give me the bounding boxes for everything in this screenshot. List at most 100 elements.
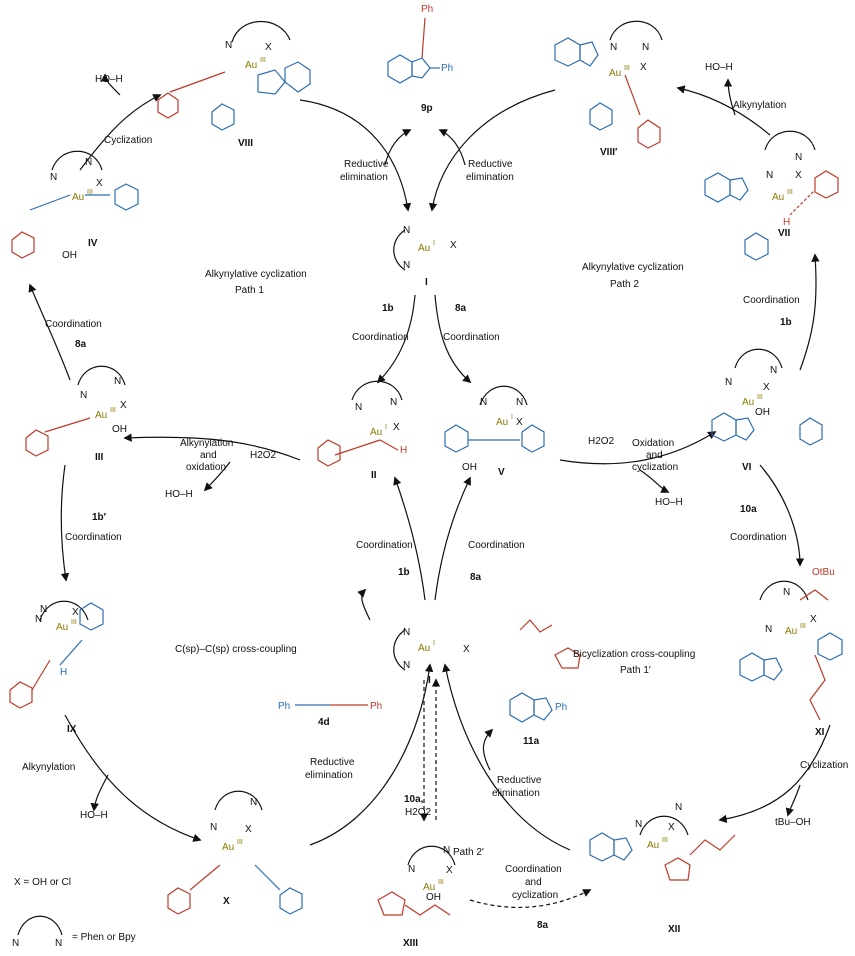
n-X-b: N xyxy=(250,797,257,808)
n-VII-b: N xyxy=(766,170,773,181)
path1-title: Alkynylative cyclization xyxy=(205,269,307,280)
label-VII: VII xyxy=(778,228,790,239)
au-I-bottom: Au xyxy=(418,643,430,654)
n-VIIIp-a: N xyxy=(610,42,617,53)
x-IV: X xyxy=(96,178,103,189)
au-X: Au xyxy=(222,842,234,853)
h-VII: H xyxy=(783,217,790,228)
au-XIII-ox: III xyxy=(438,879,444,886)
au-XI: Au xyxy=(785,626,797,637)
label-VIIIp: VIII′ xyxy=(600,147,618,158)
path2-sub: Path 2 xyxy=(610,279,639,290)
x-XI: X xyxy=(810,614,817,625)
otbu-XI: OtBu xyxy=(812,567,835,578)
oh-V: OH xyxy=(462,462,477,473)
legend-n-a: N xyxy=(12,938,19,949)
step-coordination-IX: Coordination xyxy=(65,532,122,543)
n-V-a: N xyxy=(480,397,487,408)
step-cyclization-VI: cyclization xyxy=(632,462,678,473)
byproduct-hooh-tl: HO–H xyxy=(95,74,123,85)
n-III-a: N xyxy=(80,390,87,401)
au-VIIIp-ox: III xyxy=(624,65,630,72)
step-coordination-bl: Coordination xyxy=(356,540,413,551)
alkyne-9p xyxy=(421,17,426,59)
molecule-V xyxy=(444,385,545,453)
molecule-IV xyxy=(11,150,139,259)
legend-x-def: X = OH or Cl xyxy=(14,877,71,888)
x-XII: X xyxy=(668,822,675,833)
molecule-VII xyxy=(704,130,839,261)
step-reductive-l1: Reductive xyxy=(344,159,389,170)
bicyc-sub: Path 1′ xyxy=(620,665,651,676)
au-VII: Au xyxy=(772,192,784,203)
ph-9p: Ph xyxy=(421,4,433,15)
n-III-b: N xyxy=(114,376,121,387)
step-coordination-II: Coordination xyxy=(352,332,409,343)
au-VI: Au xyxy=(742,397,754,408)
n-I-top-b: N xyxy=(403,260,410,271)
step-and-VI: and xyxy=(646,450,663,461)
n-XII-b: N xyxy=(675,802,682,813)
molecule-XII xyxy=(589,815,736,881)
x-I-top: X xyxy=(450,240,457,251)
molecule-VIIIp xyxy=(554,20,663,149)
label-VIII: VIII xyxy=(238,138,253,149)
path2-title: Alkynylative cyclization xyxy=(582,262,684,273)
step-coordination-XIII: Coordination xyxy=(505,864,562,875)
h-II: H xyxy=(400,445,407,456)
ph-4d-right: Ph xyxy=(370,701,382,712)
ligand-I-bottom xyxy=(393,629,406,671)
n-VIII-a: N xyxy=(225,40,232,51)
step-alkynylation-right: Alkynylation xyxy=(733,100,786,111)
text-layer: Alkynylative cyclization Path 1 Alkynyla… xyxy=(12,4,848,949)
x-I-bottom: X xyxy=(463,644,470,655)
n-I-bot-b: N xyxy=(403,660,410,671)
oh-III: OH xyxy=(112,424,127,435)
step-elimination-l1: elimination xyxy=(340,172,388,183)
n-I-bot-a: N xyxy=(403,627,410,638)
label-V: V xyxy=(498,467,505,478)
byproduct-hooh-tr: HO–H xyxy=(705,62,733,73)
n-XII-a: N xyxy=(635,819,642,830)
au-II: Au xyxy=(370,427,382,438)
label-VI: VI xyxy=(742,462,752,473)
reagent-10a: 10a xyxy=(740,504,757,515)
molecule-X xyxy=(167,790,303,915)
byproduct-hooh-mr: HO–H xyxy=(655,497,683,508)
label-II: II xyxy=(371,470,377,481)
byproduct-tbuoh: tBu–OH xyxy=(775,817,811,828)
au-II-ox: I xyxy=(385,424,387,431)
step-elimination-bl: elimination xyxy=(305,770,353,781)
n-VIIIp-b: N xyxy=(642,42,649,53)
n-I-top-a: N xyxy=(403,225,410,236)
label-X: X xyxy=(223,896,230,907)
au-III: Au xyxy=(95,410,107,421)
step-coordination-VII: Coordination xyxy=(743,295,800,306)
n-X-a: N xyxy=(210,822,217,833)
molecule-VIII xyxy=(157,20,311,131)
n-IV-a: N xyxy=(85,157,92,168)
n-V-b: N xyxy=(516,397,523,408)
step-oxidation-III: oxidation xyxy=(186,462,226,473)
step-reductive-bl: Reductive xyxy=(310,757,355,768)
label-XI: XI xyxy=(815,727,825,738)
ph-4d-left: Ph xyxy=(278,701,290,712)
legend-n-b: N xyxy=(55,938,62,949)
reagent-8a-xiii: 8a xyxy=(537,920,549,931)
reagent-10a-comma: 10a, xyxy=(404,794,424,805)
reagent-h2o2-left: H2O2 xyxy=(250,450,277,461)
step-cyclization-XIII: cyclization xyxy=(512,890,558,901)
x-VIIIp: X xyxy=(640,62,647,73)
step-cyclization-XII: Cyclization xyxy=(800,760,848,771)
au-XII-ox: III xyxy=(662,837,668,844)
au-IV-ox: III xyxy=(87,189,93,196)
x-IX: X xyxy=(72,607,79,618)
molecule-11a xyxy=(509,619,581,723)
au-VIIIp: Au xyxy=(609,68,621,79)
ph-9p-right: Ph xyxy=(441,63,453,74)
molecules xyxy=(9,17,843,936)
au-X-ox: III xyxy=(237,839,243,846)
cc-title: C(sp)–C(sp) cross-coupling xyxy=(175,644,297,655)
step-alkynylation-X: Alkynylation xyxy=(22,762,75,773)
